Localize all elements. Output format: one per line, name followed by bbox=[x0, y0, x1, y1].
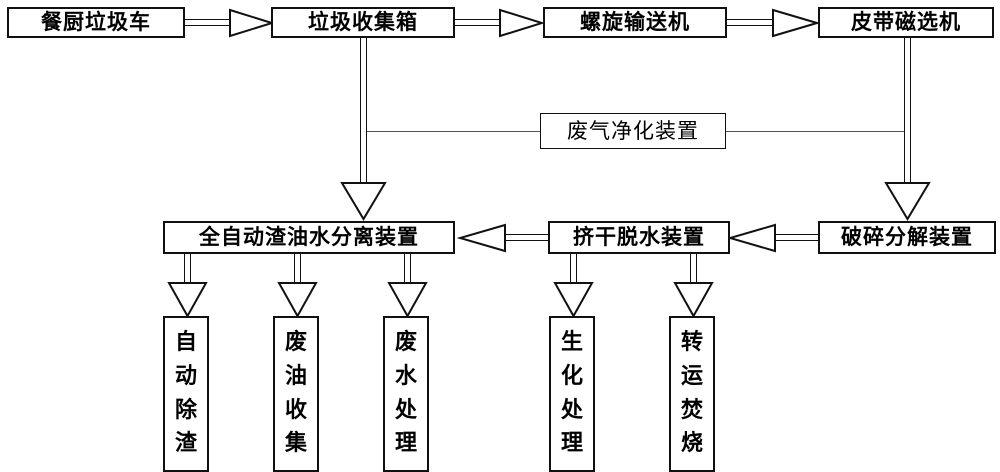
edge-oilwater-to-wastewater-line bbox=[404, 254, 411, 283]
node-label: 餐厨垃圾车 bbox=[41, 10, 151, 34]
node-waste-collection-bin[interactable]: 垃圾收集箱 bbox=[271, 7, 455, 38]
node-label: 自动除渣 bbox=[174, 330, 197, 457]
edge-dewater-to-biochemical-line bbox=[570, 254, 577, 283]
edge-conveyor-to-separator-line bbox=[727, 19, 773, 26]
edge-magsep-to-crusher-line bbox=[904, 38, 911, 184]
edge-bin-to-oilwater-arrowhead bbox=[340, 181, 387, 221]
node-transfer-incineration[interactable]: 转运焚烧 bbox=[669, 316, 715, 472]
edge-dewater-to-biochemical-arrowhead bbox=[553, 281, 594, 318]
edge-dewater-to-incineration-arrowhead bbox=[673, 281, 714, 318]
edge-dewater-to-oilwater-arrowhead bbox=[457, 223, 507, 253]
edge-dewater-to-incineration-line bbox=[690, 254, 697, 283]
edge-oilwater-to-slagremoval-arrowhead bbox=[167, 281, 208, 318]
node-biochemical-treatment[interactable]: 生化处理 bbox=[549, 316, 595, 472]
edge-truck-to-bin-arrowhead bbox=[228, 8, 274, 38]
node-wastewater-treatment[interactable]: 废水处理 bbox=[383, 316, 429, 472]
node-kitchen-waste-truck[interactable]: 餐厨垃圾车 bbox=[7, 7, 185, 38]
node-label: 生化处理 bbox=[560, 330, 583, 457]
node-label: 皮带磁选机 bbox=[851, 10, 961, 34]
edge-crusher-to-dewater-line bbox=[775, 234, 819, 241]
node-waste-oil-collection[interactable]: 废油收集 bbox=[273, 316, 319, 472]
edge-exhaust-left-branch bbox=[366, 131, 542, 132]
edge-exhaust-right-branch bbox=[726, 131, 911, 132]
node-label: 螺旋输送机 bbox=[580, 10, 690, 34]
edge-oilwater-to-oilcollection-line bbox=[294, 254, 301, 283]
node-belt-magnetic-separator[interactable]: 皮带磁选机 bbox=[818, 7, 994, 38]
node-auto-slag-oil-water-separator[interactable]: 全自动渣油水分离装置 bbox=[163, 221, 455, 254]
node-label: 破碎分解装置 bbox=[841, 225, 973, 249]
node-crushing-decomposition-device[interactable]: 破碎分解装置 bbox=[818, 221, 996, 254]
edge-bin-to-oilwater-line bbox=[360, 38, 367, 184]
node-auto-slag-removal[interactable]: 自动除渣 bbox=[163, 316, 209, 472]
edge-crusher-to-dewater-arrowhead bbox=[727, 223, 777, 253]
edge-oilwater-to-slagremoval-line bbox=[184, 254, 191, 283]
node-label: 挤干脱水装置 bbox=[573, 225, 705, 249]
edge-oilwater-to-oilcollection-arrowhead bbox=[277, 281, 318, 318]
edge-oilwater-to-wastewater-arrowhead bbox=[387, 281, 428, 318]
node-label: 废水处理 bbox=[394, 330, 417, 457]
node-label: 废气净化装置 bbox=[567, 118, 699, 143]
node-label: 垃圾收集箱 bbox=[308, 10, 418, 34]
node-screw-conveyor[interactable]: 螺旋输送机 bbox=[543, 7, 727, 38]
edge-truck-to-bin-line bbox=[185, 19, 230, 26]
edge-dewater-to-oilwater-line bbox=[505, 234, 549, 241]
node-squeeze-dewatering-device[interactable]: 挤干脱水装置 bbox=[548, 221, 730, 254]
edge-magsep-to-crusher-arrowhead bbox=[884, 181, 931, 221]
node-label: 转运焚烧 bbox=[680, 330, 703, 457]
node-exhaust-gas-purifier[interactable]: 废气净化装置 bbox=[540, 113, 726, 149]
edge-bin-to-conveyor-arrowhead bbox=[498, 8, 544, 38]
edge-bin-to-conveyor-line bbox=[455, 19, 500, 26]
edge-conveyor-to-separator-arrowhead bbox=[771, 8, 819, 38]
node-label: 废油收集 bbox=[284, 330, 307, 457]
node-label: 全自动渣油水分离装置 bbox=[199, 225, 419, 249]
